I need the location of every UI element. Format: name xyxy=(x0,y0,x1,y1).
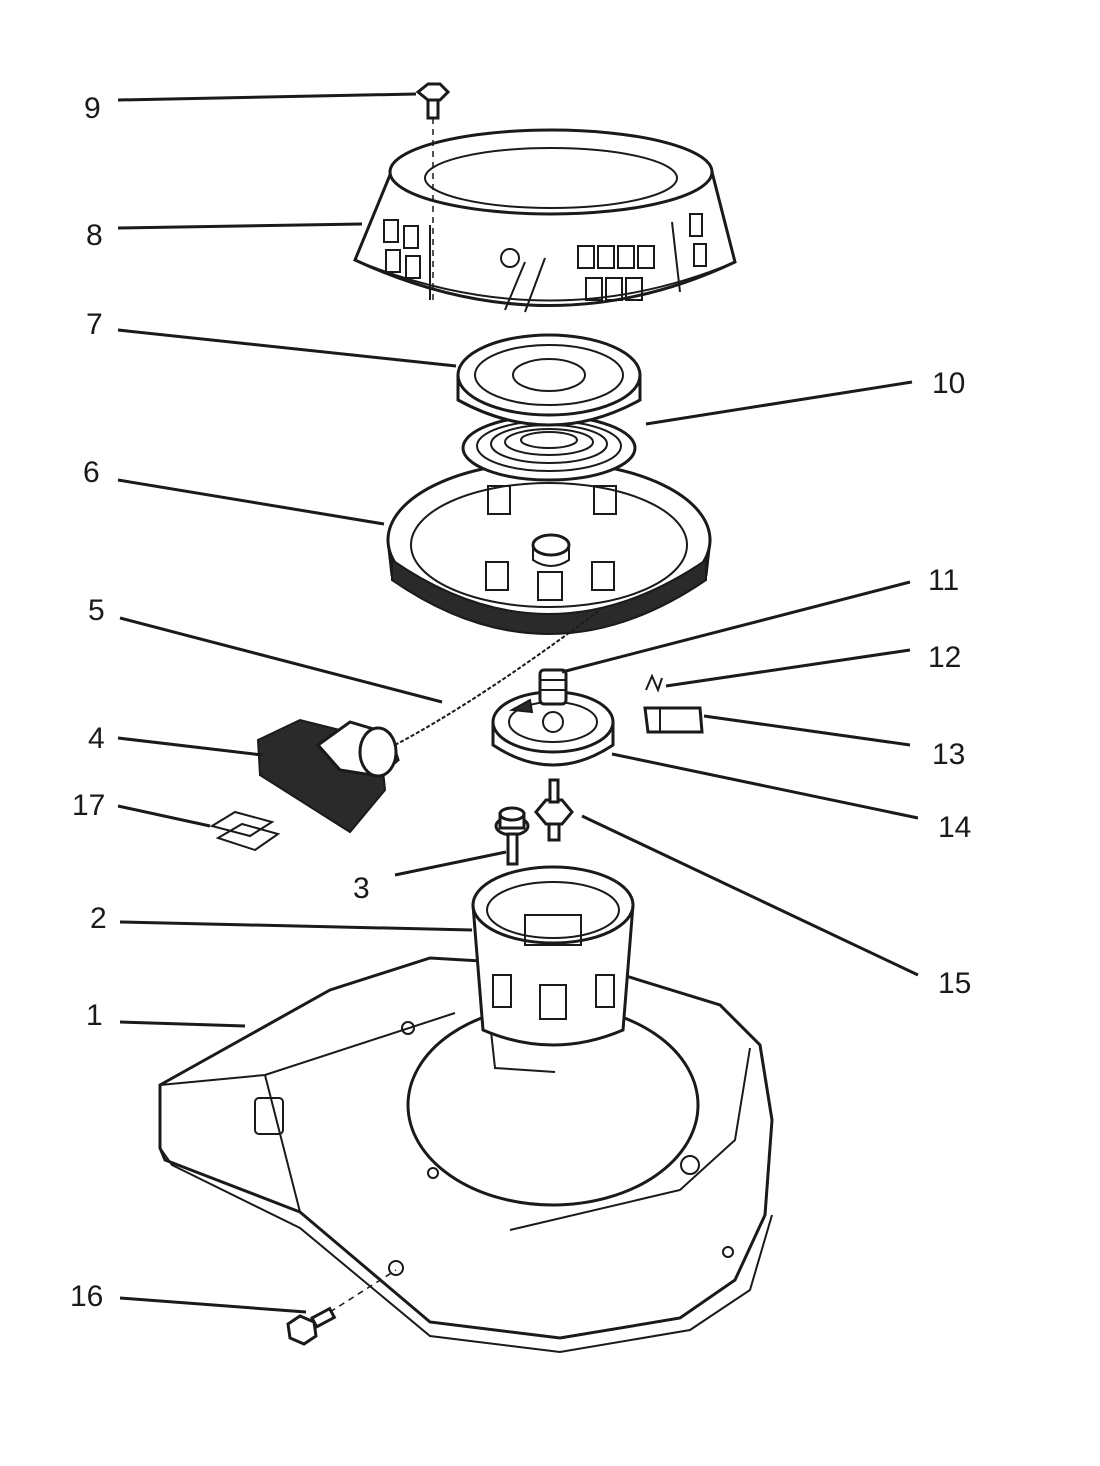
callout-14: 14 xyxy=(938,811,971,844)
leader-2 xyxy=(119,920,473,932)
callout-5: 5 xyxy=(88,594,105,627)
part-3-bolt xyxy=(494,806,530,866)
leader-11 xyxy=(561,580,911,674)
part-7-spring-cover xyxy=(456,333,642,427)
leader-8 xyxy=(117,222,363,230)
leader-lines xyxy=(117,92,919,1314)
callout-11: 11 xyxy=(928,564,959,597)
leader-4 xyxy=(117,736,263,757)
callout-10: 10 xyxy=(932,367,965,400)
leader-12 xyxy=(665,648,911,688)
leader-17 xyxy=(117,804,211,828)
part-6-pulley xyxy=(386,460,712,635)
part-11-pawl-spring xyxy=(538,668,568,706)
leader-9 xyxy=(117,92,417,102)
callout-6: 6 xyxy=(83,456,100,489)
callout-13: 13 xyxy=(932,738,965,771)
leader-13 xyxy=(703,714,911,747)
callout-4: 4 xyxy=(88,722,105,755)
leader-10 xyxy=(645,380,913,426)
part-4-handle xyxy=(256,718,400,834)
callout-12: 12 xyxy=(928,641,961,674)
callout-15: 15 xyxy=(938,967,971,1000)
leader-15 xyxy=(581,814,919,977)
callout-2: 2 xyxy=(90,902,107,935)
callout-9: 9 xyxy=(84,92,101,125)
callout-1: 1 xyxy=(86,999,103,1032)
leader-5 xyxy=(119,616,443,704)
leader-16 xyxy=(119,1296,307,1314)
leader-1 xyxy=(119,1020,246,1028)
callout-8: 8 xyxy=(86,219,103,252)
leader-3 xyxy=(394,850,507,877)
part-17-decal xyxy=(209,810,281,852)
part-13-pawl xyxy=(643,706,704,734)
part-16-bolt xyxy=(286,1269,397,1346)
part-15-stud xyxy=(534,778,574,842)
part-9-screw xyxy=(415,82,451,300)
callout-3: 3 xyxy=(353,872,370,905)
leader-6 xyxy=(117,478,385,526)
callout-17: 17 xyxy=(72,789,105,822)
part-12-spring xyxy=(645,673,663,693)
part-8-starter-cover xyxy=(353,128,737,313)
part-5-rope xyxy=(394,609,601,746)
callout-labels: 1 2 3 4 5 6 7 8 9 10 11 12 13 14 15 16 1… xyxy=(70,92,971,1313)
leader-14 xyxy=(611,752,919,820)
leader-7 xyxy=(117,328,457,368)
part-1-housing xyxy=(158,956,774,1354)
part-2-pulley-cup xyxy=(471,865,635,1047)
callout-7: 7 xyxy=(86,308,103,341)
callout-16: 16 xyxy=(70,1280,103,1313)
